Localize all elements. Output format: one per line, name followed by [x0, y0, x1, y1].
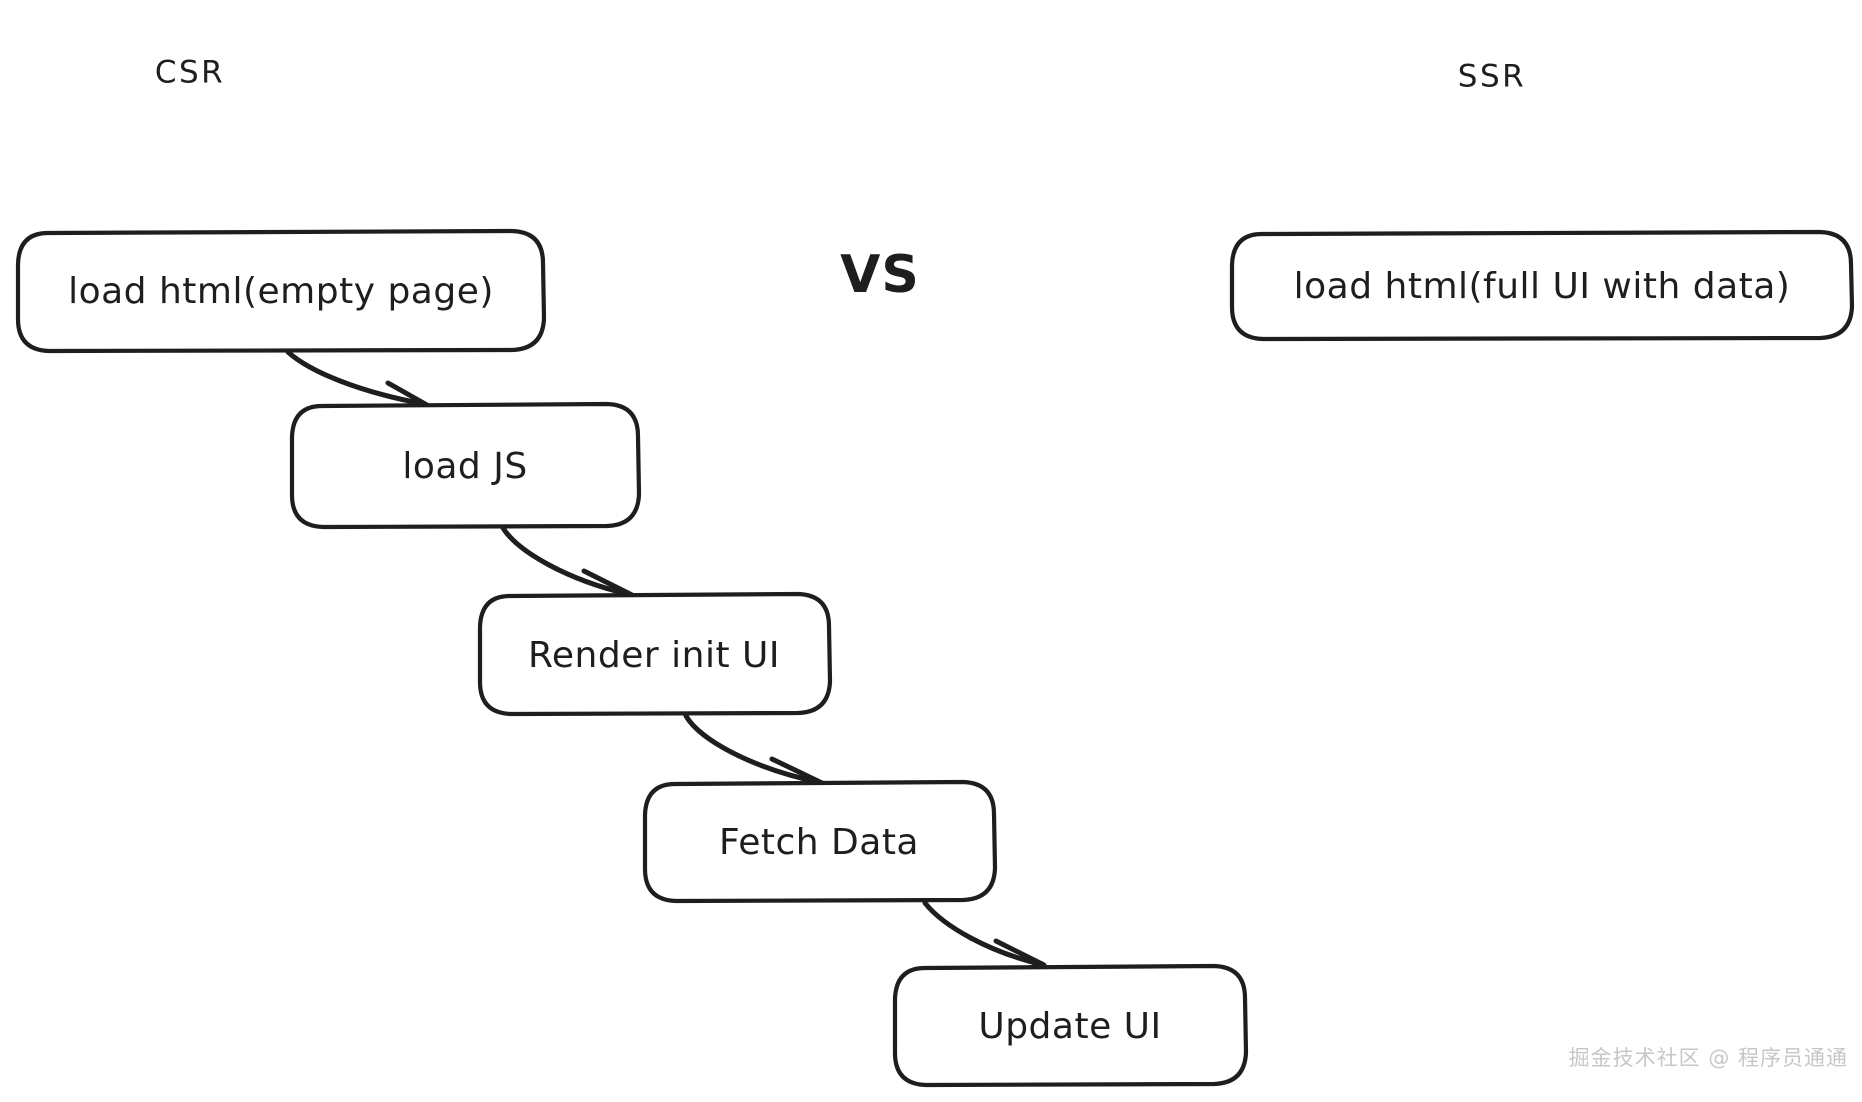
node-load-js-label: load JS	[402, 446, 527, 487]
node-load-js-shape	[289, 401, 642, 530]
vs-separator-label: VS	[840, 245, 920, 305]
node-load-html-full-shape	[1229, 229, 1855, 342]
node-load-html-empty-shape	[15, 228, 547, 354]
arrow-1-line	[285, 349, 427, 407]
node-load-html-empty[interactable]: load html(empty page)	[15, 228, 547, 354]
node-render-init-ui-label: Render init UI	[528, 635, 780, 676]
arrow-3-line	[683, 713, 821, 785]
node-render-init-ui-shape	[477, 591, 833, 717]
arrow-render-init-ui-to-fetch-data	[683, 713, 825, 795]
node-load-html-full[interactable]: load html(full UI with data)	[1229, 229, 1855, 342]
node-update-ui[interactable]: Update UI	[892, 963, 1249, 1088]
node-load-html-empty-label: load html(empty page)	[68, 271, 494, 312]
arrow-4-line	[922, 900, 1043, 967]
node-load-js[interactable]: load JS	[289, 401, 642, 530]
arrow-2-line	[500, 525, 631, 597]
column-title-ssr: SSR	[1458, 59, 1526, 95]
node-update-ui-label: Update UI	[978, 1006, 1161, 1047]
node-load-html-full-label: load html(full UI with data)	[1294, 266, 1791, 307]
watermark: 掘金技术社区 @ 程序员通通	[1568, 1046, 1848, 1070]
arrow-load-js-to-render-init-ui	[500, 525, 635, 607]
node-update-ui-shape	[892, 963, 1249, 1088]
node-fetch-data-label: Fetch Data	[719, 822, 919, 863]
node-fetch-data-shape	[642, 779, 998, 904]
column-title-csr: CSR	[155, 55, 225, 91]
arrow-fetch-data-to-update-ui	[922, 900, 1047, 977]
node-render-init-ui[interactable]: Render init UI	[477, 591, 833, 717]
node-fetch-data[interactable]: Fetch Data	[642, 779, 998, 904]
